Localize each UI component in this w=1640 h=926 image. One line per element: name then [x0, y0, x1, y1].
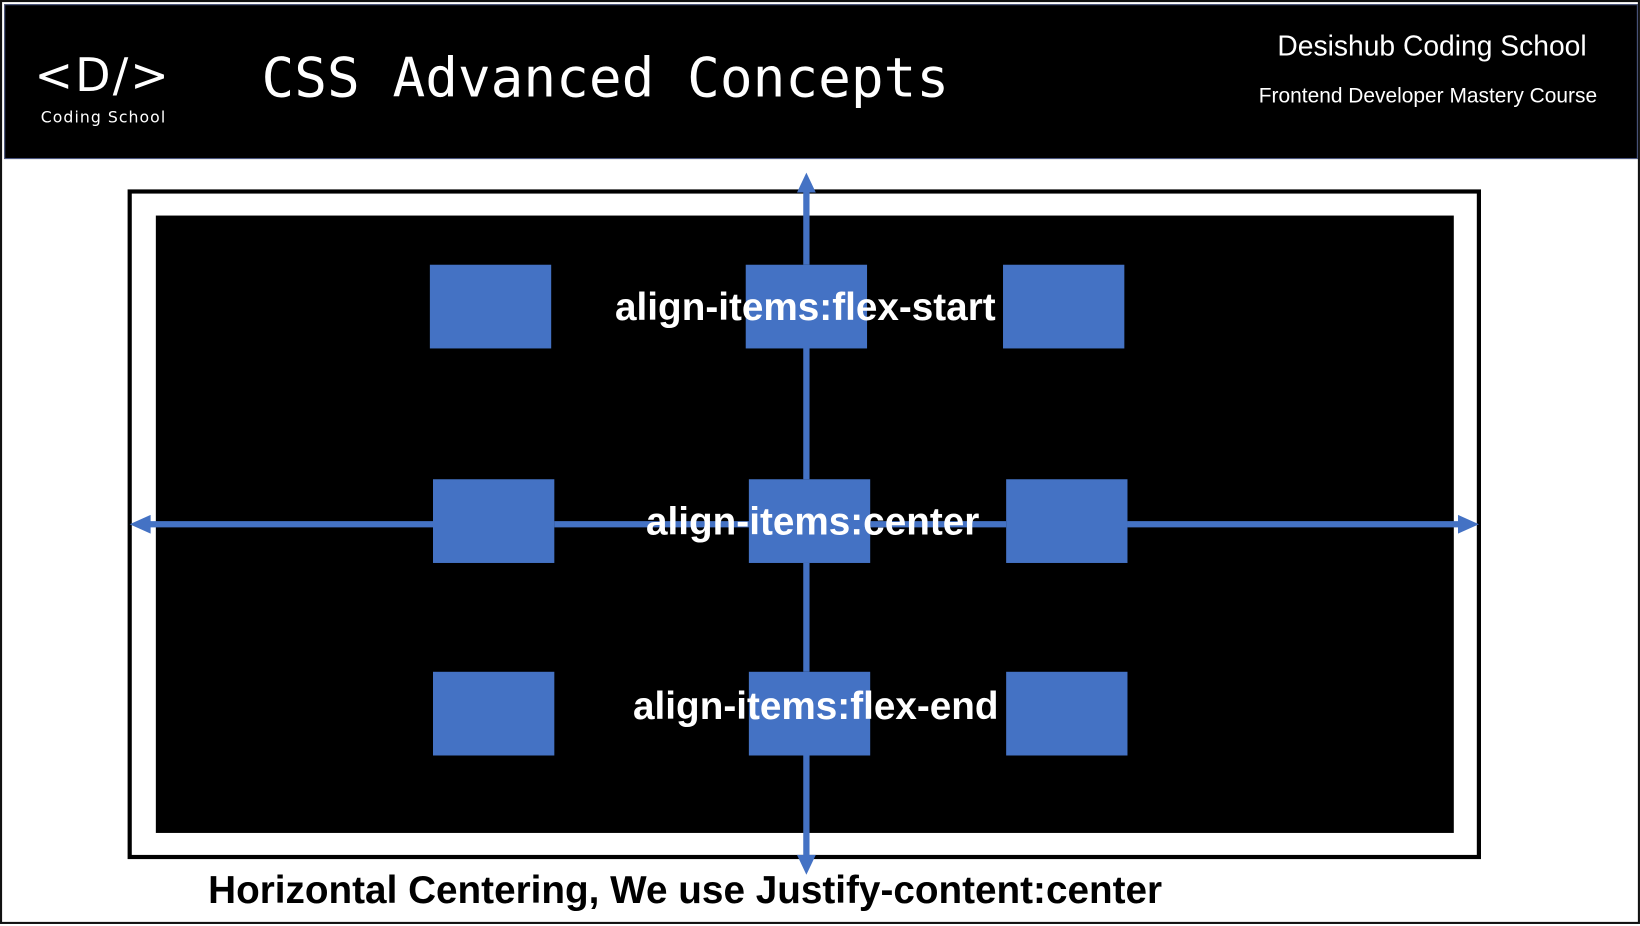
- label-flex-start: align-items:flex-start: [615, 285, 996, 329]
- flex-item-center-2: [748, 479, 871, 563]
- label-flex-end: align-items:flex-end: [633, 684, 999, 728]
- flex-item-start-3: [1003, 264, 1125, 349]
- flex-item-center-3: [1006, 479, 1128, 563]
- flex-item-center-1: [433, 479, 555, 563]
- label-center: align-items:center: [645, 500, 980, 544]
- logo: <D/> Coding School: [35, 49, 171, 126]
- flex-item-start-1: [429, 264, 552, 349]
- arrow-down-icon: [796, 854, 816, 875]
- school-name: Desishub Coding School: [1277, 30, 1587, 62]
- header-bar: <D/> Coding School CSS Advanced Concepts…: [4, 4, 1638, 160]
- flex-item-end-3: [1006, 671, 1128, 756]
- logo-text: Coding School: [40, 107, 167, 127]
- logo-mark: <D/>: [34, 49, 171, 103]
- arrow-left-icon: [129, 514, 151, 534]
- arrow-right-icon: [1457, 514, 1479, 534]
- arrow-up-icon: [796, 172, 816, 193]
- course-name: Frontend Developer Mastery Course: [1258, 84, 1598, 108]
- caption: Horizontal Centering, We use Justify-con…: [208, 868, 1163, 912]
- slide-title: CSS Advanced Concepts: [261, 47, 950, 110]
- flex-item-end-1: [433, 671, 555, 756]
- flex-item-start-2: [745, 264, 868, 349]
- flex-item-end-2: [748, 671, 871, 756]
